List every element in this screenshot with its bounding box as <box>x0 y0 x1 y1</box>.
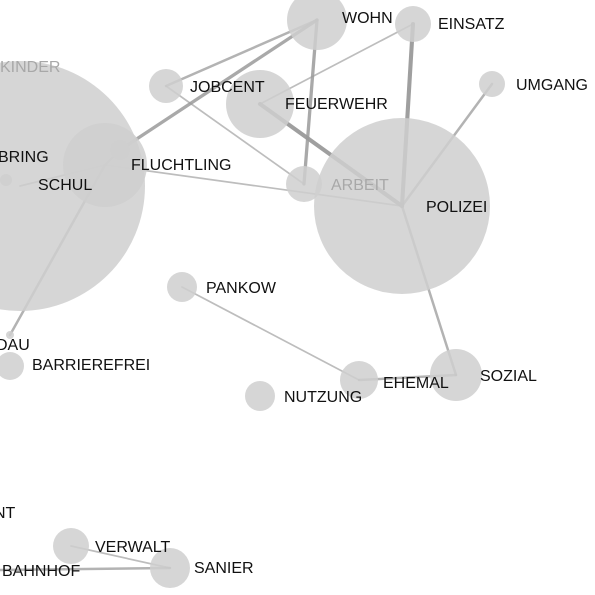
edge-jobcent-arbeit <box>165 85 305 185</box>
node-label-polizei: POLIZEI <box>426 199 487 216</box>
node-label-umgang: UMGANG <box>516 77 588 94</box>
edge-pankow-ehemal <box>181 286 360 381</box>
node-label-kinder: KINDER <box>0 59 60 76</box>
node-label-schul: SCHUL <box>38 177 92 194</box>
label-layer: KINDER BRING SCHUL FLUCHTLING JOBCENT FEUERWE… <box>0 10 588 580</box>
node-barrierefrei[interactable] <box>0 352 24 380</box>
node-umgang[interactable] <box>479 71 505 97</box>
node-pankow[interactable] <box>167 272 197 302</box>
node-sanier[interactable] <box>150 548 190 588</box>
node-label-nutzung: NUTZUNG <box>284 389 362 406</box>
node-label-feuerwehr: FEUERWEHR <box>285 96 388 113</box>
node-label-arbeit: ARBEIT <box>331 177 389 194</box>
node-label-nt: NT <box>0 505 16 522</box>
node-label-fluchtling: FLUCHTLING <box>131 157 231 174</box>
node-feuerwehr[interactable] <box>226 70 294 138</box>
node-label-jobcent: JOBCENT <box>190 79 265 96</box>
node-verwalt[interactable] <box>53 528 89 564</box>
node-label-ehemal: EHEMAL <box>383 375 449 392</box>
node-jobcent[interactable] <box>149 69 183 103</box>
node-dau[interactable] <box>6 331 14 339</box>
node-label-verwalt: VERWALT <box>95 539 171 556</box>
node-label-bring: BRING <box>0 149 49 166</box>
node-label-bahnhof: BAHNHOF <box>2 563 80 580</box>
node-nutzung[interactable] <box>245 381 275 411</box>
node-einsatz[interactable] <box>395 6 431 42</box>
node-polizei[interactable] <box>314 118 490 294</box>
node-label-sanier: SANIER <box>194 560 254 577</box>
node-label-pankow: PANKOW <box>206 280 277 297</box>
edge-wohn-fluchtling <box>118 18 319 152</box>
node-sozial[interactable] <box>430 349 482 401</box>
node-wohn[interactable] <box>287 0 347 50</box>
node-bring[interactable] <box>0 174 12 186</box>
node-layer <box>0 0 505 588</box>
edge-bahnhof-sanier <box>0 566 172 572</box>
node-label-sozial: SOZIAL <box>480 368 537 385</box>
node-label-einsatz: EINSATZ <box>438 16 505 33</box>
node-label-dau: DAU <box>0 337 30 354</box>
node-label-wohn: WOHN <box>342 10 393 27</box>
node-fluchtling[interactable] <box>110 140 130 160</box>
node-ehemal[interactable] <box>340 361 378 399</box>
node-arbeit[interactable] <box>286 166 322 202</box>
node-label-barrierefrei: BARRIEREFREI <box>32 357 150 374</box>
